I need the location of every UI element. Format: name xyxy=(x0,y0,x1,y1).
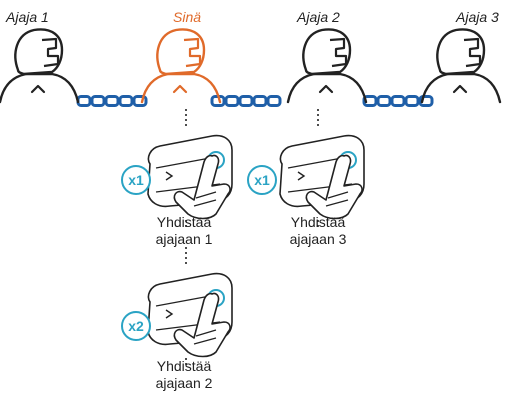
caption-1-line1: Yhdistää xyxy=(156,214,212,230)
chain-you-to-2 xyxy=(210,95,282,107)
badge-x2-rider2-text: x2 xyxy=(128,318,144,334)
rider-label-1: Ajaja 1 xyxy=(6,9,49,25)
badge-x1-rider3-text: x1 xyxy=(254,172,270,188)
chain-1-to-you xyxy=(76,95,148,107)
caption-connect-rider-2: Yhdistää ajajaan 2 xyxy=(124,358,244,392)
caption-connect-rider-3: Yhdistää ajajaan 3 xyxy=(258,214,378,248)
rider-you-icon xyxy=(140,28,222,104)
caption-2-line2: ajajaan 2 xyxy=(155,375,213,391)
press-action-3 xyxy=(147,245,233,367)
badge-x1-rider1-text: x1 xyxy=(128,172,144,188)
rider-label-3: Ajaja 3 xyxy=(456,9,499,25)
badge-x2-rider2: x2 xyxy=(121,311,151,341)
caption-3-line1: Yhdistää xyxy=(290,214,346,230)
rider-label-you: Sinä xyxy=(173,9,202,25)
badge-x1-rider1: x1 xyxy=(121,165,151,195)
rider-3-icon xyxy=(420,28,502,104)
press-action-2 xyxy=(279,107,365,229)
badge-x1-rider3: x1 xyxy=(247,165,277,195)
caption-1-line2: ajajaan 1 xyxy=(155,231,213,247)
rider-1-icon xyxy=(0,28,80,104)
rider-label-2: Ajaja 2 xyxy=(297,9,340,25)
caption-connect-rider-1: Yhdistää ajajaan 1 xyxy=(124,214,244,248)
rider-2-icon xyxy=(286,28,368,104)
caption-3-line2: ajajaan 3 xyxy=(289,231,347,247)
press-action-1 xyxy=(147,107,233,229)
caption-2-line1: Yhdistää xyxy=(156,358,212,374)
